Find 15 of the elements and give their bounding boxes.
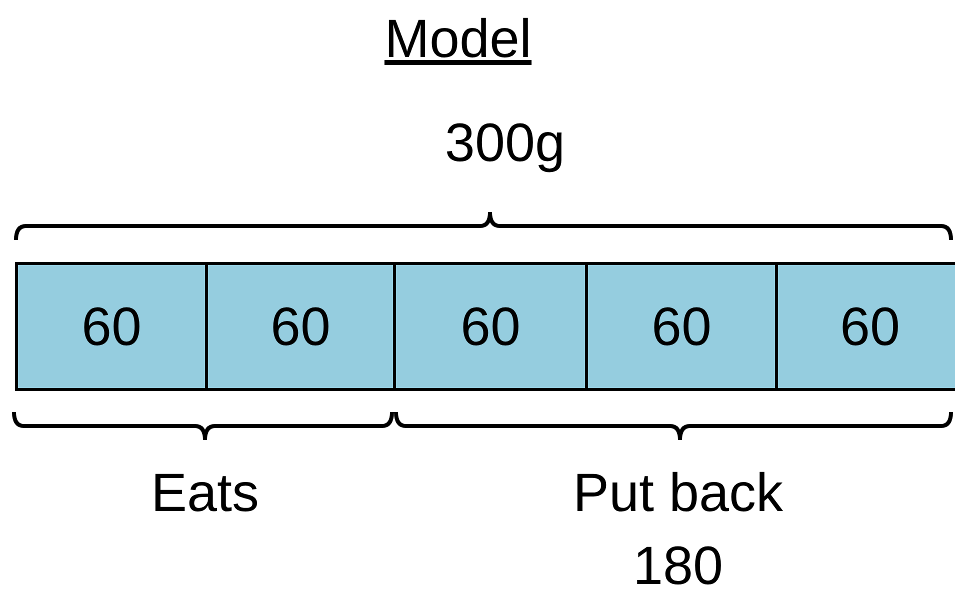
bar-segment xyxy=(393,262,588,391)
segment-value: 60 xyxy=(81,296,142,358)
segment-value: 60 xyxy=(840,296,900,358)
bar-segment xyxy=(15,262,208,391)
value-label: 180 xyxy=(632,535,724,596)
bar-segment xyxy=(205,262,396,391)
part-label: Eats xyxy=(150,462,260,524)
title: Model xyxy=(384,8,532,70)
segment-value: 60 xyxy=(651,296,712,358)
segment-value: 60 xyxy=(460,296,521,358)
bar-segment xyxy=(585,262,778,391)
total-label: 300g xyxy=(444,112,566,174)
bar-segment xyxy=(775,262,955,391)
part-label: Put back xyxy=(572,462,784,524)
segment-value: 60 xyxy=(270,296,331,358)
